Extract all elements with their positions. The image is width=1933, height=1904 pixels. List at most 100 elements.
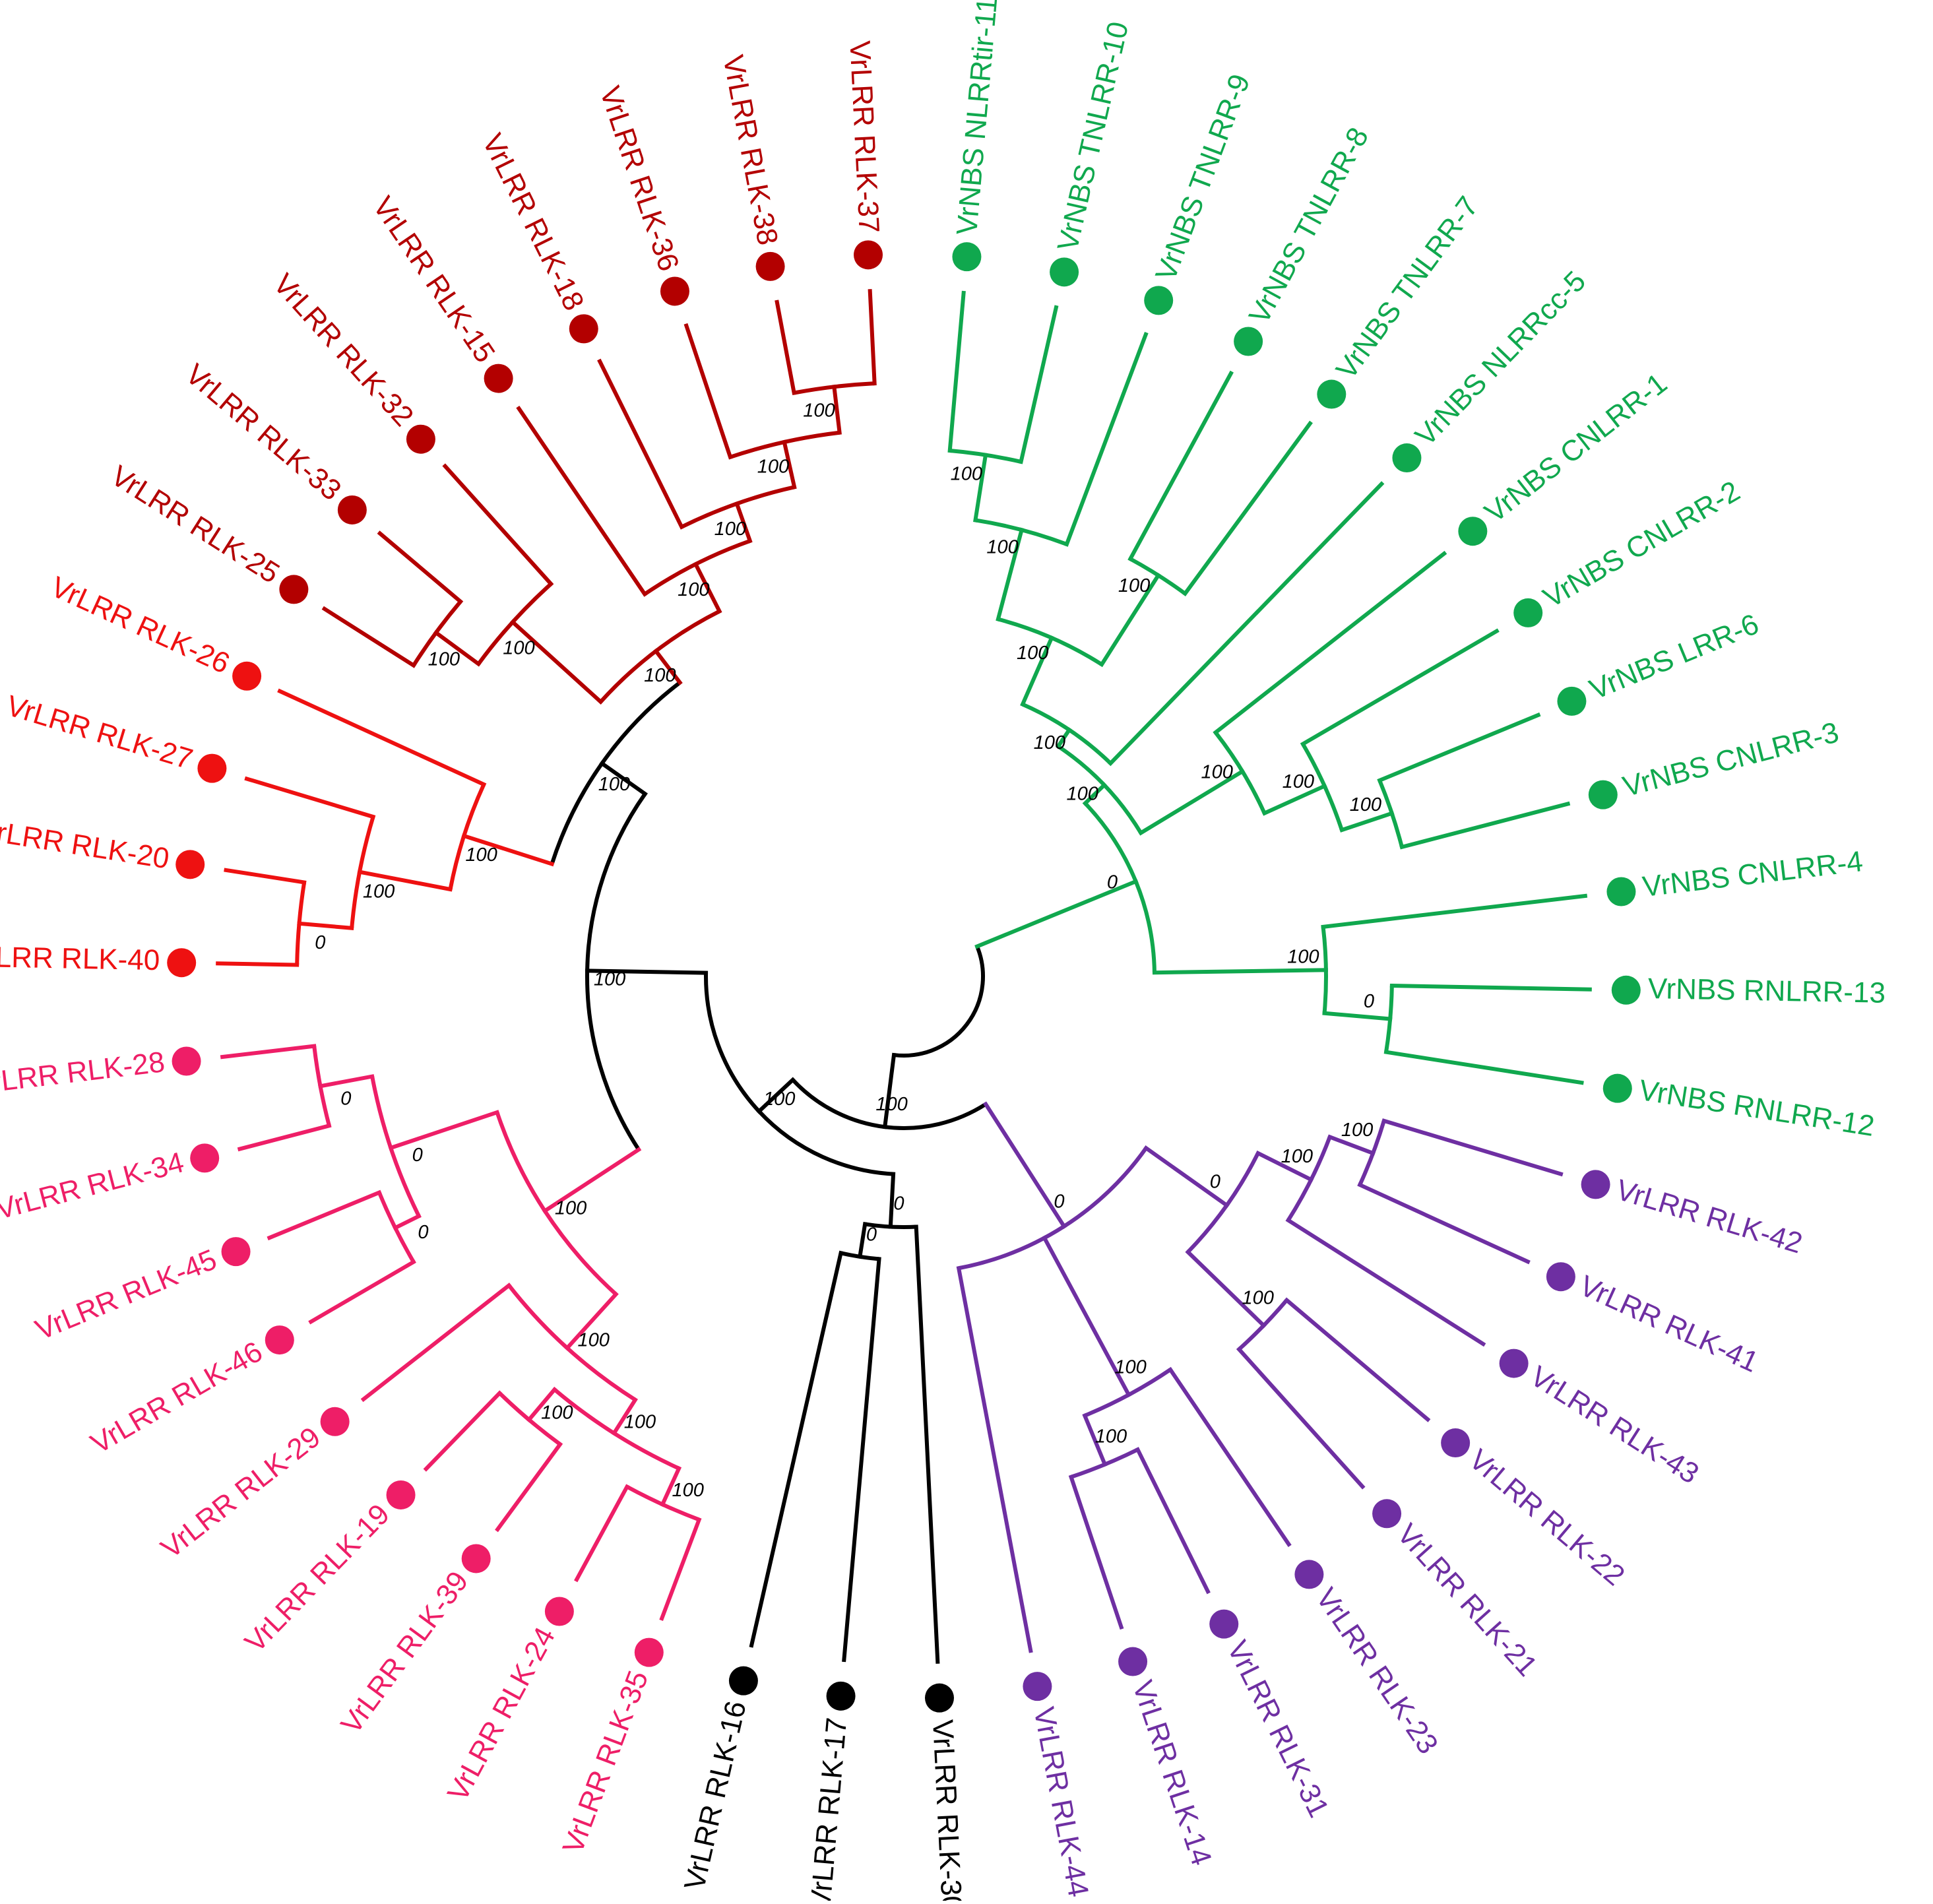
tip-marker (1294, 1560, 1324, 1589)
branch-edge-61 (1068, 1474, 1124, 1630)
taxon-label: VrLRR RLK-38 (716, 53, 784, 248)
tip-marker (1499, 1349, 1529, 1378)
branch-arc-25 (1301, 743, 1344, 831)
branch-edge-29 (1377, 712, 1541, 783)
tip-marker (1118, 1647, 1148, 1676)
tip-marker (337, 495, 367, 524)
branch-edge-53 (1284, 1297, 1431, 1422)
branch-edge-87 (423, 1390, 503, 1472)
bootstrap-value: 100 (644, 665, 676, 686)
branch-edge-63 (756, 1077, 796, 1114)
bootstrap-value: 100 (1114, 1356, 1146, 1378)
branch-edge-95 (318, 1074, 375, 1089)
bootstrap-support-values: 100 100 100 100 100 100 100 100 100 0 100 0 100 100 10… (315, 400, 1381, 1500)
bootstrap-value: 100 (503, 637, 534, 658)
taxon-label: VrLRR RLK-27 (3, 689, 197, 776)
branch-arc-47 (1358, 1120, 1386, 1186)
branch-edge-120 (693, 561, 722, 614)
tip-marker (924, 1683, 954, 1713)
branch-arc-4 (1057, 744, 1143, 835)
branch-arc-92 (377, 1191, 416, 1263)
taxon-label: VrLRR RLK-24 (441, 1622, 561, 1806)
branch-edge-13 (947, 290, 966, 453)
branch-edge-19 (1182, 420, 1313, 596)
taxon-label: VrLRR RLK-20 (0, 813, 172, 875)
branch-arc-73 (585, 792, 647, 1151)
branch-edge-11 (973, 453, 988, 523)
bootstrap-value: 0 (1107, 872, 1118, 893)
branch-edge-31 (1152, 968, 1328, 975)
bootstrap-value: 100 (1067, 783, 1098, 804)
taxon-label: VrNBS TNLRR-7 (1330, 191, 1485, 385)
branch-arc-116 (412, 600, 462, 667)
branch-edge-40 (982, 1101, 1067, 1229)
bootstrap-value: 0 (412, 1145, 423, 1166)
bootstrap-value: 100 (598, 774, 630, 795)
bootstrap-value: 100 (986, 537, 1018, 558)
branch-arc-28 (1378, 779, 1404, 848)
branch-edge-7 (1020, 635, 1055, 707)
branch-edge-74 (542, 1147, 642, 1214)
taxon-label: VrLRR RLK-31 (1220, 1635, 1335, 1822)
tip-marker (1546, 1262, 1575, 1292)
taxon-label: VrLRR RLK-39 (334, 1566, 474, 1740)
branch-arc-22 (1214, 731, 1267, 814)
tip-marker (1441, 1428, 1471, 1458)
branch-edge-26 (1300, 628, 1500, 747)
branch-edge-30 (1399, 801, 1571, 850)
bootstrap-value: 100 (1350, 794, 1381, 815)
taxon-label: VrLRR RLK-19 (239, 1498, 396, 1659)
branch-edge-34 (1322, 1011, 1393, 1021)
tip-marker (544, 1597, 574, 1626)
taxon-label: VrLRR RLK-17 (804, 1716, 853, 1901)
taxon-label: VrLRR RLK-40 (0, 941, 160, 977)
branch-edge-62 (956, 1265, 1033, 1653)
branch-arc-77 (507, 1284, 637, 1402)
branch-arc-81 (625, 1484, 700, 1522)
branch-arc-79 (553, 1387, 680, 1471)
branch-edge-15 (1064, 331, 1149, 547)
branch-arc-64 (704, 972, 894, 1176)
branch-edge-50 (1285, 1217, 1486, 1347)
tip-marker (1317, 379, 1347, 409)
taxon-label: VrNBS TNLRR-8 (1243, 122, 1375, 329)
branch-edge-86 (495, 1441, 563, 1533)
bootstrap-value: 100 (1034, 732, 1065, 753)
bootstrap-value: 0 (893, 1193, 904, 1215)
branch-edge-65 (888, 1172, 896, 1229)
branch-edge-46 (1327, 1134, 1376, 1156)
tip-marker (265, 1325, 294, 1355)
tip-marker (634, 1637, 664, 1667)
taxon-label: VrLRR RLK-44 (1027, 1705, 1094, 1900)
bootstrap-value: 100 (875, 1094, 907, 1115)
tip-marker (1144, 286, 1174, 315)
bootstrap-value: 100 (1118, 575, 1150, 596)
tip-marker (461, 1544, 491, 1573)
tip-marker (279, 575, 309, 604)
taxon-label: VrLRR RLK-15 (366, 191, 501, 368)
branch-edge-55 (1042, 1235, 1131, 1398)
bootstrap-value: 100 (578, 1330, 610, 1351)
branch-edge-23 (1213, 550, 1447, 736)
taxon-label: VrNBS CNLRR-3 (1620, 716, 1842, 803)
bootstrap-value: 0 (315, 932, 325, 953)
branch-edge-70 (842, 1257, 881, 1663)
branch-edge-91 (393, 1213, 422, 1231)
branch-edge-80 (660, 1465, 682, 1507)
branch-arc-35 (1384, 985, 1394, 1053)
bootstrap-value: 0 (1364, 991, 1374, 1012)
bootstrap-value: 100 (428, 649, 460, 670)
tip-marker (406, 424, 435, 454)
taxon-label: VrLRR RLK-42 (1612, 1174, 1806, 1260)
bootstrap-value: 100 (672, 1480, 703, 1501)
branch-arc-75 (495, 1112, 618, 1296)
tip-marker (1513, 598, 1543, 627)
branch-edge-117 (321, 606, 417, 668)
branch-edge-67 (914, 1224, 940, 1664)
taxon-label: VrLRR RLK-46 (85, 1335, 268, 1460)
tip-marker (172, 1046, 201, 1076)
taxon-label: VrLRR RLK-33 (179, 358, 347, 507)
